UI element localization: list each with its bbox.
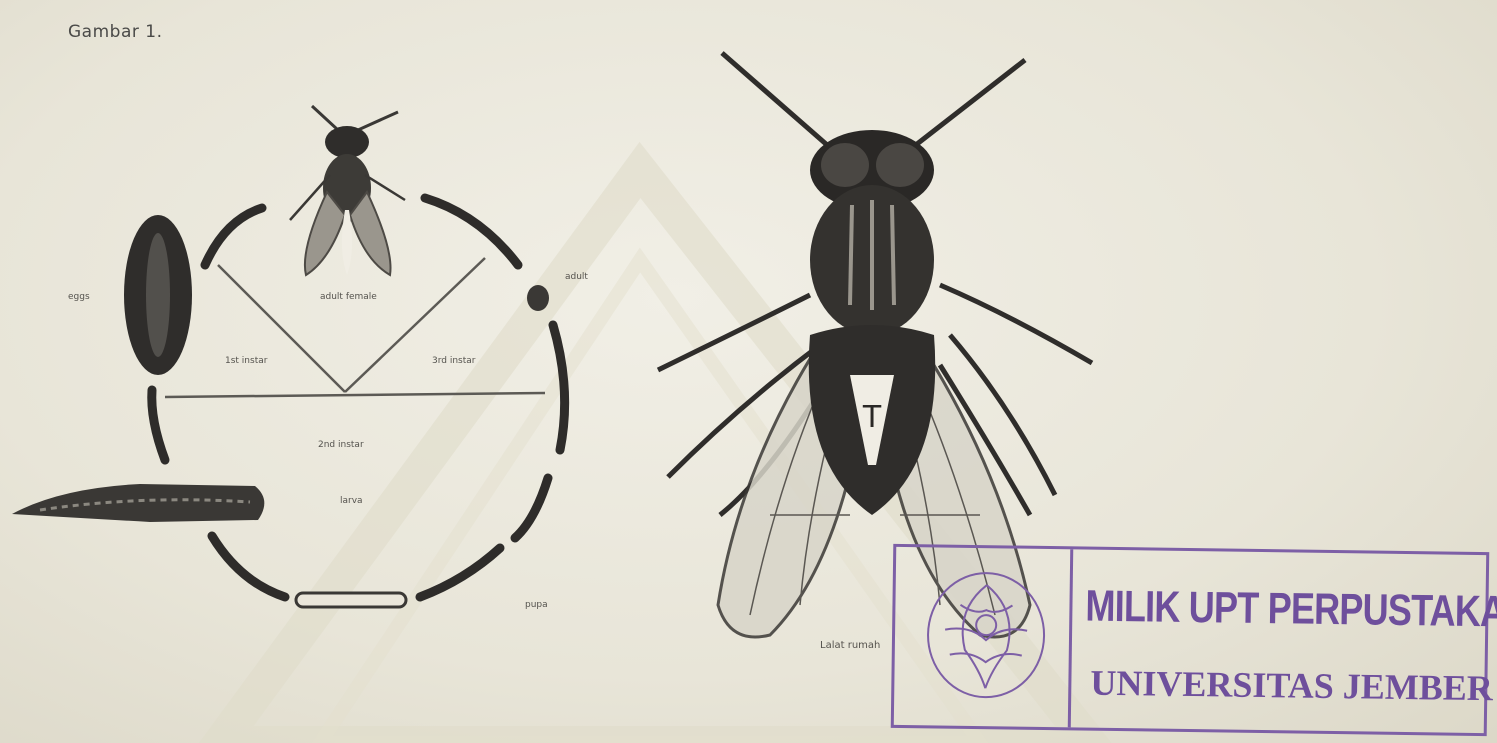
label-egg: eggs bbox=[68, 292, 90, 302]
stamp-line-2: UNIVERSITAS JEMBER bbox=[1090, 662, 1493, 710]
fly-abdomen-label: T bbox=[862, 400, 882, 435]
stamp-divider bbox=[1068, 549, 1073, 727]
label-pupa: pupa bbox=[525, 600, 548, 610]
stamp-line-1: MILIK UPT PERPUSTAKAAN bbox=[1085, 582, 1497, 639]
label-adult: adult bbox=[565, 272, 588, 282]
label-second-instar: 2nd instar bbox=[318, 440, 364, 450]
figure-caption: Gambar 1. bbox=[68, 22, 162, 42]
label-third-instar: 3rd instar bbox=[432, 356, 475, 366]
label-first-instar: 1st instar bbox=[225, 356, 267, 366]
university-seal-icon bbox=[924, 569, 1048, 701]
library-stamp: MILIK UPT PERPUSTAKAAN UNIVERSITAS JEMBE… bbox=[891, 544, 1490, 736]
life-cycle-diagram bbox=[0, 100, 620, 620]
label-larva: larva bbox=[340, 496, 363, 506]
label-adult-female: adult female bbox=[320, 292, 377, 302]
fly-caption: Lalat rumah bbox=[820, 640, 880, 651]
